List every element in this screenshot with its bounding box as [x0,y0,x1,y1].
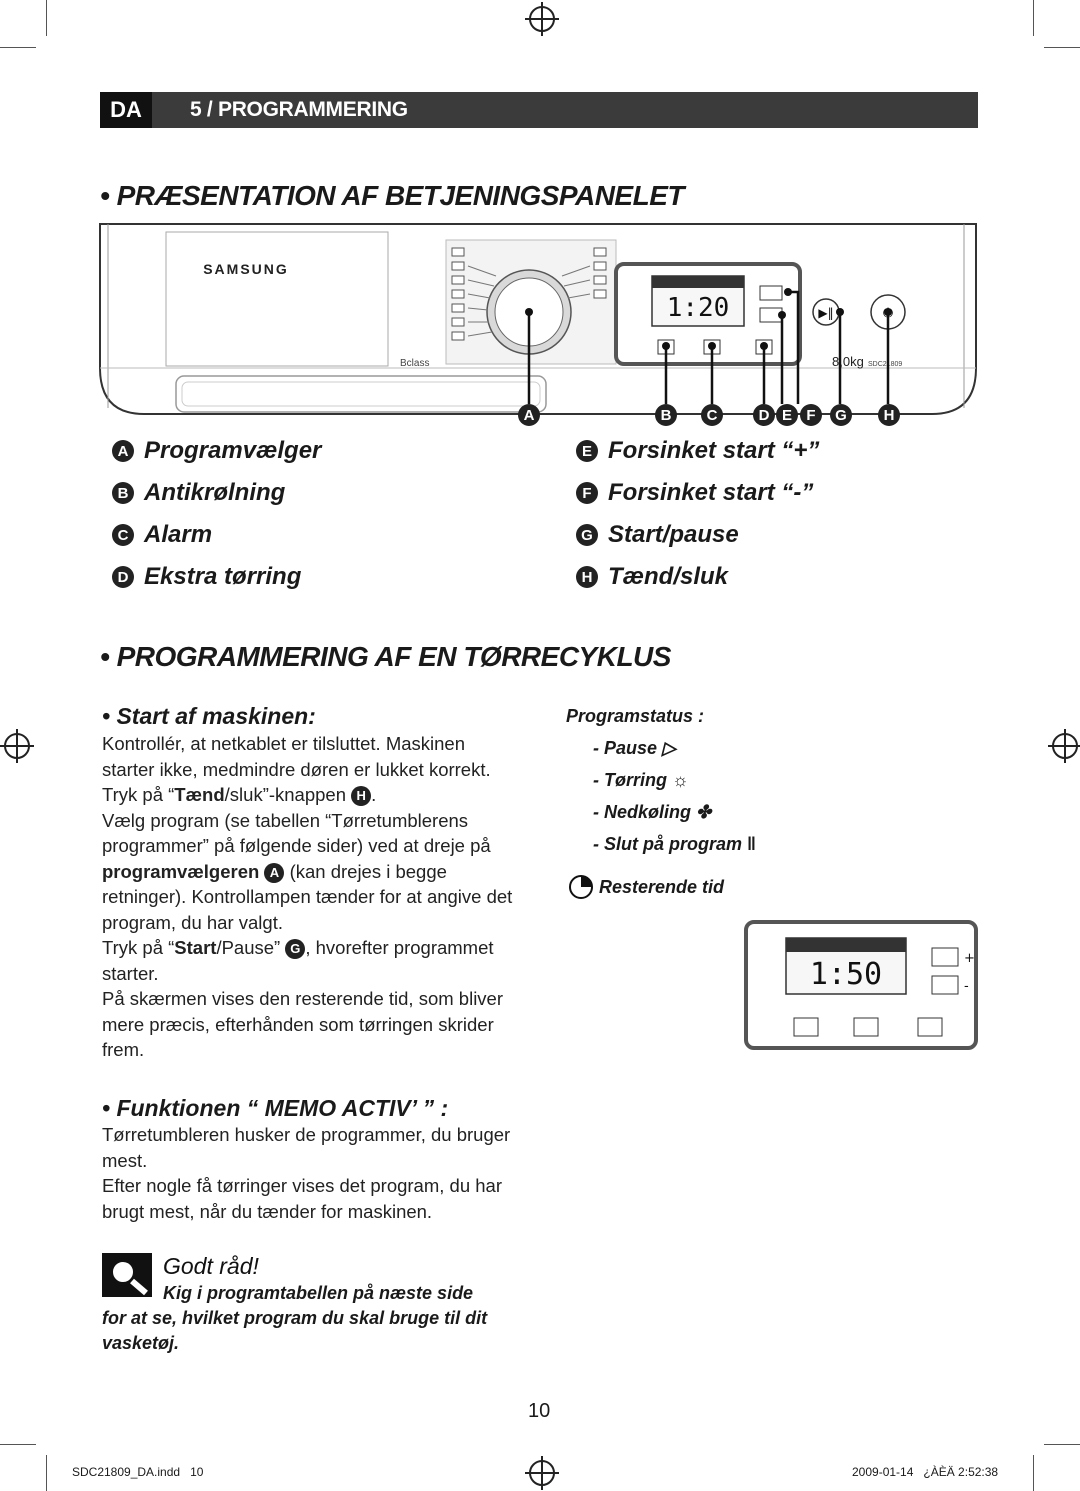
header-bar [100,92,978,128]
section-title-cycle: • PROGRAMMERING AF EN TØRRECYKLUS [100,641,671,672]
memo-heading: • Funktionen “ MEMO ACTIV’ ” : [102,1095,449,1121]
crop-mark [46,0,47,36]
callout-f: F [800,404,822,426]
remaining-time-label: Resterende tid [568,874,724,900]
magnifier-icon [102,1253,152,1297]
section-title-panel: • PRÆSENTATION AF BETJENINGSPANELET [100,180,684,211]
svg-text:-: - [964,979,969,994]
clock-icon [569,875,593,899]
status-item: - Nedkøling ✤ [593,802,712,822]
callout-g: G [830,404,852,426]
pause-icon: ▷ [662,738,676,758]
start-paragraph: På skærmen vises den resterende tid, som… [102,988,504,1060]
crop-mark [46,1455,47,1491]
callout-b: B [655,404,677,426]
crop-mark [0,47,36,48]
crop-mark [1033,0,1034,36]
svg-text:+: + [964,951,975,966]
registration-mark-icon [1048,729,1080,763]
start-paragraph: Tryk på “Start/Pause” G, hvorefter progr… [102,937,494,984]
display-detail-illustration: 1:50 + - [744,920,978,1050]
page-number: 10 [528,1400,551,1422]
start-paragraph: Tryk på “Tænd/sluk”-knappen H. [102,784,377,807]
class-label: Bclass [400,358,429,369]
control-panel-illustration: 1:20 ▶‖ ⏻ SAMSUNG Bclass 8,0kg SDC21809 [99,223,977,415]
registration-mark-icon [0,729,34,763]
status-item: - Pause ▷ [593,738,676,758]
registration-mark-icon [525,1456,559,1490]
panel-display-time: 1:20 [667,293,730,323]
model-label: SDC21809 [868,361,902,368]
sun-icon: ☼ [672,770,689,790]
tip-text-line1: Kig i programtabellen på næste side [163,1283,474,1303]
tip-text-rest: for at se, hvilket program du skal bruge… [102,1308,488,1353]
capacity-label: 8,0kg [832,354,864,369]
start-paragraph: Vælg program (se tabellen “Tørretumblere… [102,809,513,933]
callout-e: E [776,404,798,426]
start-paragraph: Kontrollér, at netkablet er tilsluttet. … [102,733,491,780]
start-heading: • Start af maskinen: [102,703,316,729]
crop-mark [1044,47,1080,48]
memo-paragraph: Tørretumbleren husker de programmer, du … [102,1124,511,1171]
chapter-title: 5 / PROGRAMMERING [190,98,408,121]
registration-mark-icon [525,2,559,36]
detail-display-time: 1:50 [810,957,882,992]
start-body: Kontrollér, at netkablet er tilsluttet. … [102,731,522,1063]
memo-body: Tørretumbleren husker de programmer, du … [102,1122,522,1224]
svg-text:▶‖: ▶‖ [818,306,833,320]
crop-mark [0,1444,36,1445]
end-icon: ‖ [747,834,756,854]
memo-paragraph: Efter nogle få tørringer vises det progr… [102,1175,502,1222]
callout-a: A [518,404,540,426]
print-stamp: 2009-01-14 ¿ÀÈÄ 2:52:38 [852,1465,999,1479]
status-item: - Tørring ☼ [593,770,689,790]
crop-mark [1033,1455,1034,1491]
language-tag: DA [100,92,152,128]
crop-mark [1044,1444,1080,1445]
status-title: Programstatus : [566,706,705,726]
callout-h: H [878,404,900,426]
status-item: - Slut på program ‖ [593,834,756,854]
file-slug: SDC21809_DA.indd 10 [72,1465,204,1479]
fan-icon: ✤ [696,802,712,822]
samsung-logo: SAMSUNG [203,261,289,277]
callout-d: D [753,404,775,426]
tip-heading: Godt råd! [163,1253,259,1279]
callout-c: C [701,404,723,426]
